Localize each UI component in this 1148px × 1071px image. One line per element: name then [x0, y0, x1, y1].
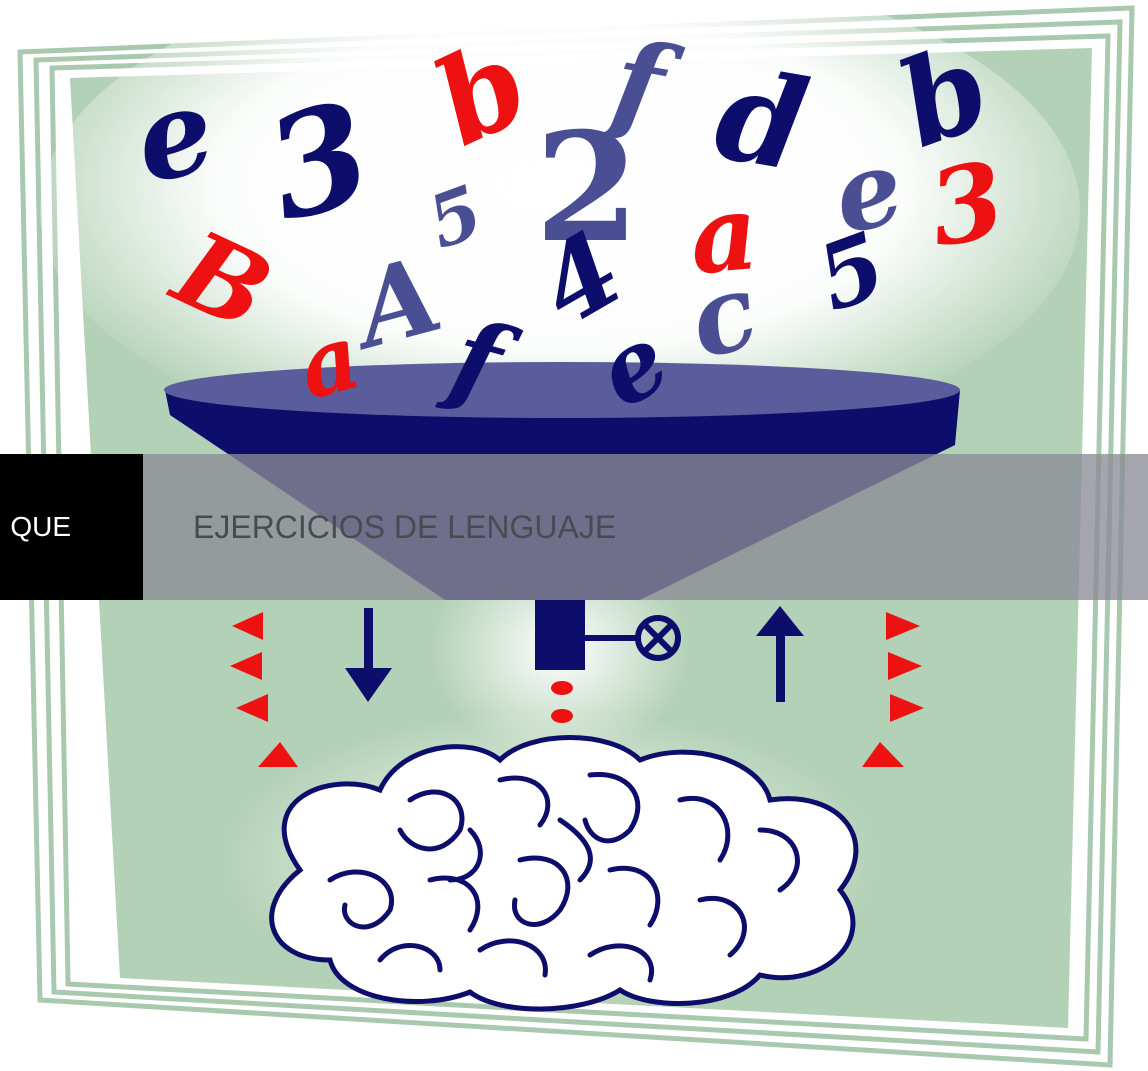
letters: e 3 b f d b 5 2 e 3 a B A 4 a 5 c f e — [123, 12, 1013, 430]
top-glow — [40, 0, 1080, 460]
drops — [551, 681, 573, 723]
title-banner: QUE EJERCICIOS DE LENGUAJE — [0, 454, 1148, 600]
arrow-up-icon — [756, 606, 804, 702]
banner-left-label: QUE — [0, 454, 143, 600]
glyph-a: a — [685, 170, 763, 298]
arrow-down-icon — [345, 608, 392, 702]
glyph-2: 2 — [535, 100, 639, 276]
valve-icon — [585, 615, 681, 661]
brain-icon — [269, 735, 859, 1012]
left-red-triangles — [230, 612, 298, 767]
banner-title: EJERCICIOS DE LENGUAJE — [143, 454, 1148, 600]
right-red-triangles — [862, 612, 924, 767]
